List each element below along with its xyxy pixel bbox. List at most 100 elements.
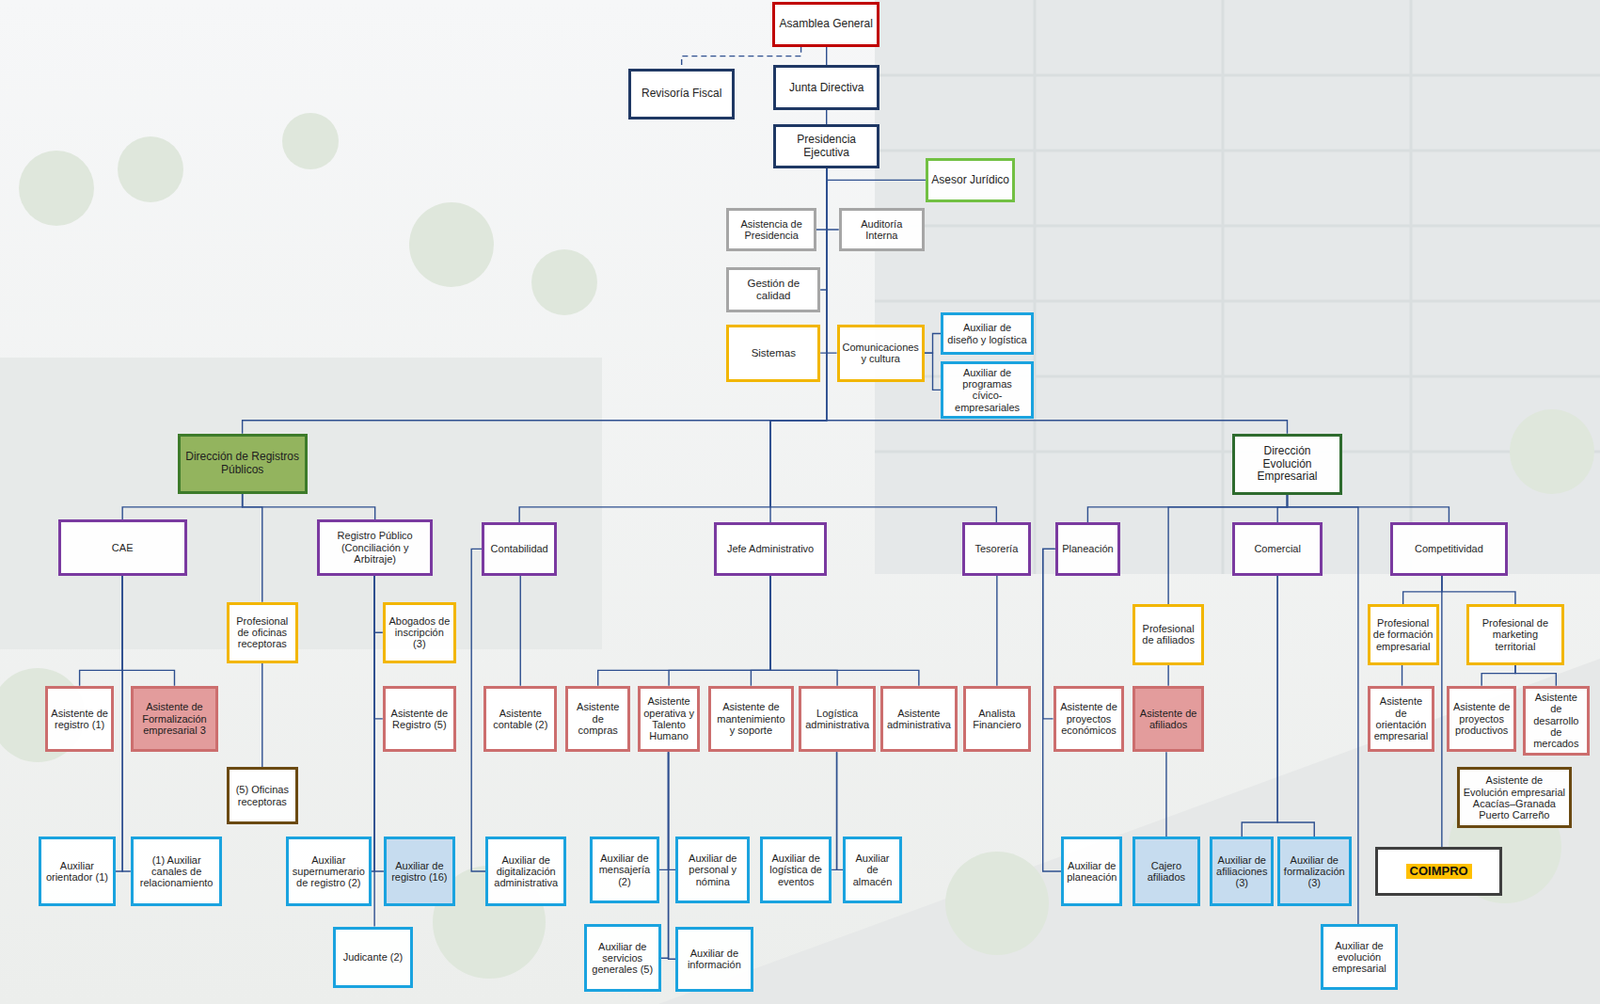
org-unit-box: Asesor Jurídico (925, 158, 1015, 203)
unit-label: Profesional de oficinas receptoras (232, 615, 293, 650)
org-connector (1165, 751, 1167, 837)
org-connector (242, 493, 263, 602)
org-connector (820, 168, 827, 353)
org-unit-box: Gestión de calidad (726, 267, 821, 313)
unit-label: Asistente de proyectos productivos (1452, 700, 1511, 736)
org-connector (373, 575, 375, 927)
unit-label: Jefe Administrativo (719, 542, 821, 555)
org-connector (996, 575, 998, 686)
unit-label: Auxiliar supernumerario de registro (2) (291, 854, 366, 889)
org-unit-box: Asistente de compras (565, 685, 631, 752)
unit-label: Asistente de Formalización empresarial 3 (136, 700, 213, 736)
unit-label: Asistente de Registro (5) (388, 707, 451, 731)
org-connector (659, 751, 669, 870)
org-unit-box: Auxiliar de personal y nómina (675, 836, 750, 903)
org-unit-box: Auxiliar de mensajería (2) (589, 836, 660, 903)
org-connector (1515, 665, 1556, 686)
unit-label: Asistente de orientación empresarial (1373, 695, 1430, 742)
unit-label: Presidencia Ejecutiva (778, 133, 874, 159)
org-unit-box: (5) Oficinas receptoras (226, 766, 299, 824)
org-unit-box: Asistente de afiliados (1132, 685, 1204, 752)
unit-label: Logística administrativa (804, 707, 871, 731)
org-unit-box: (1) Auxiliar canales de relacionamiento (130, 836, 223, 906)
unit-label: (5) Oficinas receptoras (232, 783, 293, 808)
unit-label: Auxiliar de programas cívico-empresarial… (946, 366, 1029, 413)
org-unit-box: Presidencia Ejecutiva (773, 124, 880, 169)
unit-label: Auxiliar de evolución empresarial (1326, 939, 1393, 975)
org-connector (1481, 665, 1516, 686)
org-unit-box: Analista Financiero (963, 685, 1031, 752)
org-connector (374, 575, 383, 634)
unit-label: CAE (63, 541, 182, 554)
org-unit-box: Auxiliar de diseño y logística (940, 312, 1034, 356)
org-connector (668, 575, 771, 686)
org-connector (750, 575, 771, 686)
org-connector (924, 333, 941, 354)
org-connector (816, 168, 827, 230)
unit-label: Registro Público (Conciliación y Arbitra… (322, 529, 428, 565)
unit-label: Asistente de mantenimiento y soporte (713, 700, 789, 736)
org-unit-box: Asistente de orientación empresarial (1367, 685, 1436, 752)
unit-label: Asistente administrativa (886, 707, 951, 731)
org-unit-box: Auxiliar de formalización (3) (1277, 836, 1352, 906)
building-floors (874, 0, 1600, 574)
org-connector (122, 493, 242, 520)
org-unit-box: Asistente de proyectos económicos (1053, 685, 1125, 752)
org-connector (825, 110, 827, 125)
org-connector (122, 575, 131, 872)
unit-label: Asistente de Evolución empresarial Acací… (1462, 774, 1567, 821)
org-unit-box: Profesional de oficinas receptoras (226, 601, 299, 664)
org-connector (831, 751, 837, 870)
org-connector (1441, 575, 1516, 604)
org-unit-box: Asistente operativa y Talento Humano (637, 685, 700, 752)
org-unit-box: CAE (58, 519, 188, 576)
unit-label: Auxiliar de formalización (3) (1283, 854, 1347, 889)
org-connector (1286, 494, 1449, 523)
unit-label: Judicante (2) (338, 950, 409, 963)
org-unit-box: Asistencia de Presidencia (726, 207, 816, 252)
org-connector (826, 168, 838, 353)
unit-label: Asistente de afiliados (1138, 707, 1199, 731)
org-connector (826, 168, 840, 230)
org-connector (1401, 665, 1403, 686)
road (658, 658, 1600, 1004)
org-unit-box: Auxiliar de digitalización administrativ… (485, 836, 567, 906)
org-unit-box: Asistente de proyectos productivos (1446, 685, 1517, 752)
unit-label: Revisoría Fiscal (633, 87, 729, 100)
org-unit-box: Tesorería (962, 522, 1031, 575)
org-unit-box: Auxiliar de servicios generales (5) (584, 923, 662, 992)
unit-label: Auxiliar orientador (1) (44, 859, 110, 884)
unit-label: Auditoría Interna (844, 218, 919, 242)
low-building (0, 357, 602, 650)
unit-label: Auxiliar de logística de eventos (765, 852, 826, 888)
unit-label: Asistente contable (2) (489, 707, 552, 731)
unit-label: Asamblea General (777, 17, 874, 31)
org-unit-box: Asistente de desarrollo de mercados (1522, 685, 1591, 756)
org-unit-box: Auxiliar de información (675, 926, 753, 992)
org-connector (115, 575, 124, 872)
org-connector (520, 575, 522, 686)
org-unit-box: Profesional de marketing territorial (1466, 603, 1565, 666)
unit-label: Auxiliar de afiliaciones (3) (1215, 854, 1268, 889)
org-connector (770, 575, 919, 686)
org-connector (79, 575, 124, 686)
org-connector (826, 168, 1288, 434)
org-connector (1087, 494, 1287, 523)
org-unit-box: Auditoría Interna (839, 207, 925, 252)
org-connector (261, 663, 263, 768)
org-connector (374, 575, 383, 719)
org-unit-box: Revisoría Fiscal (628, 68, 735, 120)
trees (0, 112, 1595, 979)
unit-label: Planeación (1061, 542, 1115, 555)
org-unit-box: Auxiliar de evolución empresarial (1320, 923, 1398, 989)
unit-label: Comercial (1237, 542, 1316, 555)
org-connector (519, 168, 827, 523)
org-unit-box: Contabilidad (481, 522, 557, 575)
tower-building (874, 0, 1600, 574)
unit-label: Sistemas (731, 347, 815, 360)
unit-label: Asistente de proyectos económicos (1059, 700, 1120, 736)
unit-label: Dirección de Registros Públicos (183, 450, 302, 476)
unit-label: Asistente de desarrollo de mercados (1528, 691, 1585, 750)
unit-label: Asistente de compras (570, 700, 625, 736)
